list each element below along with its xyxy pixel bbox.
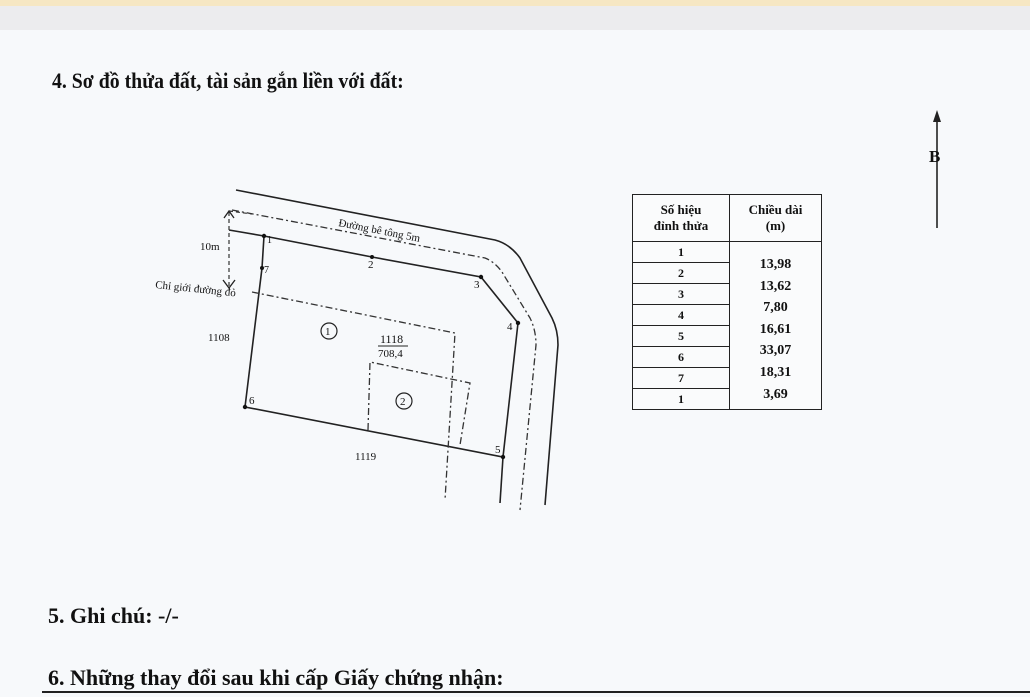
parcel-area: 708,4 <box>378 348 403 360</box>
section-6-heading: 6. Những thay đổi sau khi cấp Giấy chứng… <box>48 665 504 690</box>
table-row-point: 1 <box>632 241 730 263</box>
table-row-point: 7 <box>632 367 730 389</box>
vertex-6: 6 <box>249 395 255 407</box>
neighbor-1119: 1119 <box>355 451 377 463</box>
length-value: 7,80 <box>763 300 788 316</box>
vertex-3: 3 <box>474 279 480 291</box>
header-length: Chiều dài(m) <box>729 194 822 242</box>
red-boundary-line <box>251 291 456 501</box>
road-centerline <box>231 209 537 511</box>
setback-label: 10m <box>200 241 220 253</box>
window-top-band <box>0 0 1030 6</box>
vertex-5: 5 <box>495 444 501 456</box>
table-row-point: 4 <box>632 304 730 326</box>
vertex-7: 7 <box>264 265 269 276</box>
zone-2-label: 2 <box>400 396 406 408</box>
table-row-point: 1 <box>632 388 730 410</box>
changes-box-top-border <box>42 691 1030 693</box>
table-row-point: 3 <box>632 283 730 305</box>
length-value: 3,69 <box>763 386 788 402</box>
zone-2-outline <box>367 361 471 446</box>
vertex-2: 2 <box>368 259 374 271</box>
table-row-point: 6 <box>632 346 730 368</box>
length-value: 16,61 <box>759 321 792 337</box>
table-row-point: 5 <box>632 325 730 347</box>
lengths-column: 13,98 13,62 7,80 16,61 33,07 18,31 3,69 <box>729 241 822 410</box>
length-value: 13,98 <box>759 257 792 272</box>
length-value: 33,07 <box>759 343 792 359</box>
parcel-number: 1118 <box>380 332 403 346</box>
toolbar-band <box>0 6 1030 30</box>
neighbor-1108: 1108 <box>208 332 230 344</box>
road-label: Đường bê tông 5m <box>337 217 421 245</box>
road-outer-edge <box>235 189 559 506</box>
parcel-boundary <box>244 235 519 458</box>
vertex-1: 1 <box>267 235 272 246</box>
zone-1-label: 1 <box>325 326 331 338</box>
vertex-4: 4 <box>507 321 513 333</box>
length-value: 18,31 <box>759 364 792 380</box>
length-value: 13,62 <box>759 278 792 294</box>
document-page <box>0 30 1030 697</box>
section-4-heading: 4. Sơ đồ thửa đất, tài sản gắn liền với … <box>52 68 404 93</box>
section-5-notes: 5. Ghi chú: -/- <box>48 603 179 628</box>
table-row-point: 2 <box>632 262 730 284</box>
compass-label: B <box>929 147 940 166</box>
